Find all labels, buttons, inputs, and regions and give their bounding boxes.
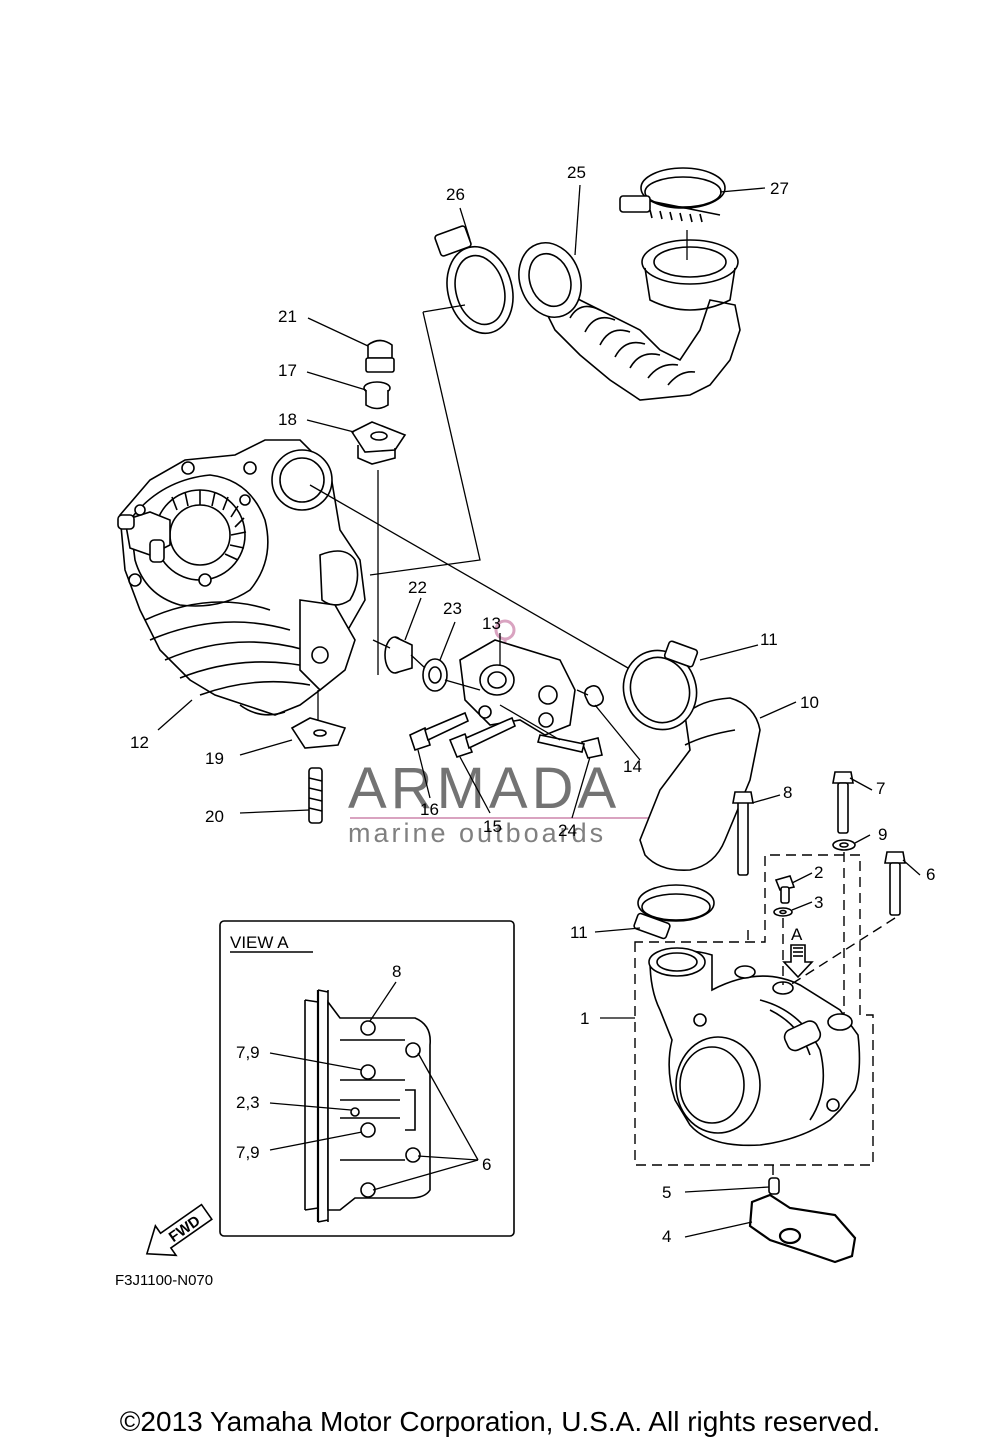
callout-5: 5 (662, 1183, 671, 1202)
copyright-notice: ©2013 Yamaha Motor Corporation, U.S.A. A… (119, 1406, 881, 1437)
part-14-collar (584, 685, 604, 707)
view-a-title: VIEW A (230, 933, 289, 952)
part-27-clamp (619, 167, 726, 223)
callout-8: 8 (783, 783, 792, 802)
callout-4: 4 (662, 1227, 671, 1246)
callout-9: 9 (878, 825, 887, 844)
callout-19: 19 (205, 749, 224, 768)
callout-26: 26 (446, 185, 465, 204)
view-a-inset: VIEW A 8 7,9 2,3 7,9 6 (219, 920, 515, 1237)
part-2-bolt (774, 875, 796, 904)
part-8-bolt (732, 791, 754, 876)
callout-18: 18 (278, 410, 297, 429)
callout-21: 21 (278, 307, 297, 326)
part-15-bolt (448, 716, 517, 758)
callout-14: 14 (623, 757, 642, 776)
part-1-supercharger (648, 947, 861, 1147)
callout-3: 3 (814, 893, 823, 912)
part-6-bolt (884, 851, 906, 916)
callout-10: 10 (800, 693, 819, 712)
part-12-housing (117, 439, 366, 716)
view-a-label-8: 8 (392, 962, 401, 981)
callout-2: 2 (814, 863, 823, 882)
watermark-brand: ARMADA (348, 756, 620, 821)
part-9-washer (832, 839, 856, 851)
callout-6: 6 (926, 865, 935, 884)
part-4-gasket (748, 1193, 857, 1264)
part-22-collar (384, 636, 413, 674)
part-11-clamp-lower (633, 884, 715, 940)
part-20-stud (308, 767, 323, 824)
part-16-bolt (409, 711, 470, 752)
part-18-grommet (350, 421, 407, 465)
part-19-pad (290, 717, 347, 749)
part-10-hose (639, 697, 761, 872)
callout-11-lower: 11 (570, 923, 588, 942)
callout-13: 13 (482, 614, 501, 633)
view-a-label-2-3: 2,3 (236, 1093, 260, 1112)
callout-17: 17 (278, 361, 297, 380)
leader-lines (157, 184, 921, 1238)
view-a-arrow-icon (782, 944, 814, 979)
part-7-bolt (832, 771, 854, 834)
view-a-label-7-9-upper: 7,9 (236, 1043, 260, 1062)
part-3-washer (773, 907, 793, 917)
dashed-guides (309, 230, 896, 1178)
callout-15: 15 (483, 817, 502, 836)
callout-16: 16 (420, 800, 439, 819)
callout-7: 7 (876, 779, 885, 798)
callout-view-a-arrow: A (791, 925, 803, 944)
callout-20: 20 (205, 807, 224, 826)
view-a-label-6: 6 (482, 1155, 491, 1174)
callout-labels: 1 2 3 4 5 6 7 8 9 10 11 11 12 13 14 15 1… (130, 163, 935, 1246)
part-17-collar (363, 381, 391, 410)
callout-12: 12 (130, 733, 149, 752)
part-21-cap (365, 339, 395, 373)
part-24-bolt (536, 734, 603, 759)
callout-23: 23 (443, 599, 462, 618)
watermark-tagline: marine outboards (348, 818, 606, 848)
part-25-intake-duct (518, 239, 741, 401)
callout-27: 27 (770, 179, 789, 198)
diagram-code: F3J1100-N070 (115, 1272, 213, 1289)
view-a-label-7-9-lower: 7,9 (236, 1143, 260, 1162)
callout-24: 24 (558, 821, 577, 840)
callout-22: 22 (408, 578, 427, 597)
fwd-arrow-icon: FWD (145, 1203, 213, 1257)
part-23-grommet (422, 658, 448, 692)
part-5-pin (768, 1177, 780, 1195)
part-26-clamp (434, 225, 514, 335)
callout-1: 1 (580, 1009, 589, 1028)
callout-11-upper: 11 (760, 630, 778, 649)
callout-25: 25 (567, 163, 586, 182)
part-13-bracket (459, 639, 576, 736)
part-11-clamp-upper (622, 640, 699, 731)
